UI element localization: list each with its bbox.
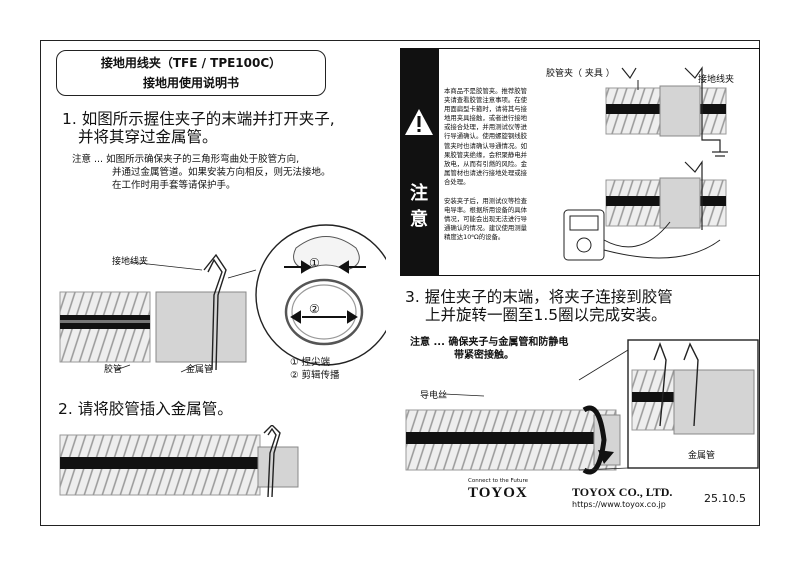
step1-note-line3: 在工作时用手套等请保护手。 — [112, 180, 236, 191]
step3-note-line2: 带紧密接触。 — [454, 350, 514, 361]
step3-line2: 上并旋转一圈至1.5圈以完成安装。 — [425, 306, 667, 324]
footer-date: 25.10.5 — [704, 492, 746, 505]
step1-clip — [203, 253, 227, 371]
leader-clip — [129, 261, 203, 271]
caution-line: 本商品不是胶管夹。推荐胶管 — [444, 87, 528, 95]
page-frame — [40, 40, 760, 526]
caution-paragraph-1: 本商品不是胶管夹。推荐胶管夹请查看胶管注意事项。在使用面扁型卡箍时，请将其与接地… — [444, 87, 556, 187]
caution-label: 注 意 — [400, 181, 438, 233]
step1-illustration — [59, 224, 386, 373]
rotate-arrow-icon — [582, 405, 607, 475]
caution-line: 夹请查看胶管注意事项。在使 — [444, 96, 528, 105]
step3-label-metal: 金属管 — [688, 451, 716, 461]
step3-line1: 3. 握住夹子的末端，将夹子连接到胶管 — [405, 288, 673, 306]
caution-label-hose-clamp: 胶管夹（ 夹具 ） — [546, 69, 615, 79]
footer-logo: TOYOX — [468, 485, 528, 501]
caution-line: 属管材也请进行接地处理或接 — [444, 168, 528, 177]
legend: ① 捏尖端 ② 剪辑传播 — [290, 356, 340, 382]
step1-label-metal: 金属管 — [186, 365, 214, 375]
caution-paragraph-2: 安装夹子后，用测试仪等检查电导率。根据所用设备的具体情况，可能会出现无法进行导通… — [444, 197, 556, 242]
caution-illustration — [563, 66, 728, 261]
circle-mark-2: ② — [309, 302, 320, 316]
step1-label-clip: 接地线夹 — [112, 257, 149, 267]
caution-line: 通确认的情况。建议使用测量 — [444, 224, 528, 233]
caution-char-2: 意 — [410, 209, 428, 230]
title-line2: 接地用使用说明书 — [142, 76, 239, 90]
step3-note-line1: 确保夹子与金属管和防静电 — [448, 337, 569, 348]
step1-metal-pipe — [155, 291, 247, 363]
caution-line: 精度达10⁶Ω的设备。 — [444, 233, 505, 242]
caution-char-1: 注 — [410, 183, 428, 204]
legend-2: ② 剪辑传播 — [290, 370, 340, 381]
caution-line: 情况，可能会出现无法进行导 — [444, 215, 528, 224]
step2-text: 2. 请将胶管插入金属管。 — [58, 400, 233, 418]
step1-hose — [59, 291, 151, 363]
caution-line: 行导通确认。使用螺旋钢线胶 — [444, 132, 528, 141]
caution-line: 放电，从而有引燃的风险。金 — [444, 159, 528, 168]
step1-label-hose: 胶管 — [104, 365, 123, 375]
callout-ring — [284, 278, 364, 346]
legend-1: ① 捏尖端 — [290, 357, 331, 368]
title-line1: 接地用线夹（TFE / TPE100C） — [100, 56, 282, 70]
caution-line: 地用夹具接触，或者进行接地 — [444, 114, 528, 123]
leader-metal — [180, 364, 197, 373]
step3-illustration — [405, 339, 759, 475]
caution-line: 果胶管夹绝缘，会积聚静电并 — [444, 150, 528, 159]
caution-text: 本商品不是胶管夹。推荐胶管夹请查看胶管注意事项。在使用面扁型卡箍时，请将其与接地… — [444, 87, 556, 243]
step2-hose — [59, 434, 261, 496]
step1-line2: 并将其穿过金属管。 — [78, 128, 218, 146]
step1-note-line1: 如图所示确保夹子的三角形弯曲处于胶管方向, — [106, 154, 300, 165]
title-box: 接地用线夹（TFE / TPE100C） 接地用使用说明书 — [56, 50, 326, 96]
caution-line: 电导率。根据所用设备的具体 — [444, 206, 528, 215]
caution-bar: 注 意 — [400, 48, 438, 276]
step3-note: 注意 ... 确保夹子与金属管和防静电 带紧密接触。 — [410, 336, 568, 362]
step2-metal-pipe — [257, 446, 299, 488]
step3-note-prefix: 注意 ... — [410, 337, 445, 348]
arrows-pinch — [284, 260, 366, 274]
caution-line: 安装夹子后，用测试仪等检查 — [444, 197, 528, 206]
circle-mark-1: ① — [309, 256, 320, 270]
caution-label-ground-clip: 接地线夹 — [698, 75, 735, 85]
caution-body — [438, 48, 760, 276]
caution-line: 或接合处理，并用测试仪等进 — [444, 123, 528, 132]
footer-url[interactable]: https://www.toyox.co.jp — [572, 500, 666, 509]
arrows-spread — [290, 310, 358, 324]
step1-text: 1. 如图所示握住夹子的末端并打开夹子, 并将其穿过金属管。 — [62, 110, 335, 146]
callout-leader — [227, 269, 257, 279]
footer-company: TOYOX CO., LTD. — [572, 485, 673, 499]
step1-note-line2: 并通过金属管道。如果安装方向相反，则无法接地。 — [112, 167, 331, 178]
step3-label-wire: 导电丝 — [420, 391, 448, 401]
caution-line: 用面扁型卡箍时，请将其与接 — [444, 105, 528, 114]
step1-note: 注意 ... 如图所示确保夹子的三角形弯曲处于胶管方向, 并通过金属管道。如果安… — [72, 153, 372, 192]
leader-hose — [115, 364, 131, 371]
step2-clip — [263, 425, 281, 498]
step1-note-prefix: 注意 ... — [72, 154, 104, 165]
footer-tagline: Connect to the Future — [468, 478, 529, 484]
step3-text: 3. 握住夹子的末端，将夹子连接到胶管 上并旋转一圈至1.5圈以完成安装。 — [405, 288, 673, 324]
step2-illustration — [59, 425, 299, 498]
caution-line: 合处理。 — [444, 177, 470, 186]
caution-line: 管夹时也请确认导通情况。如 — [444, 141, 528, 150]
step3-hose — [405, 409, 617, 471]
warning-icon — [405, 109, 433, 135]
step1-line1: 1. 如图所示握住夹子的末端并打开夹子, — [62, 110, 335, 128]
